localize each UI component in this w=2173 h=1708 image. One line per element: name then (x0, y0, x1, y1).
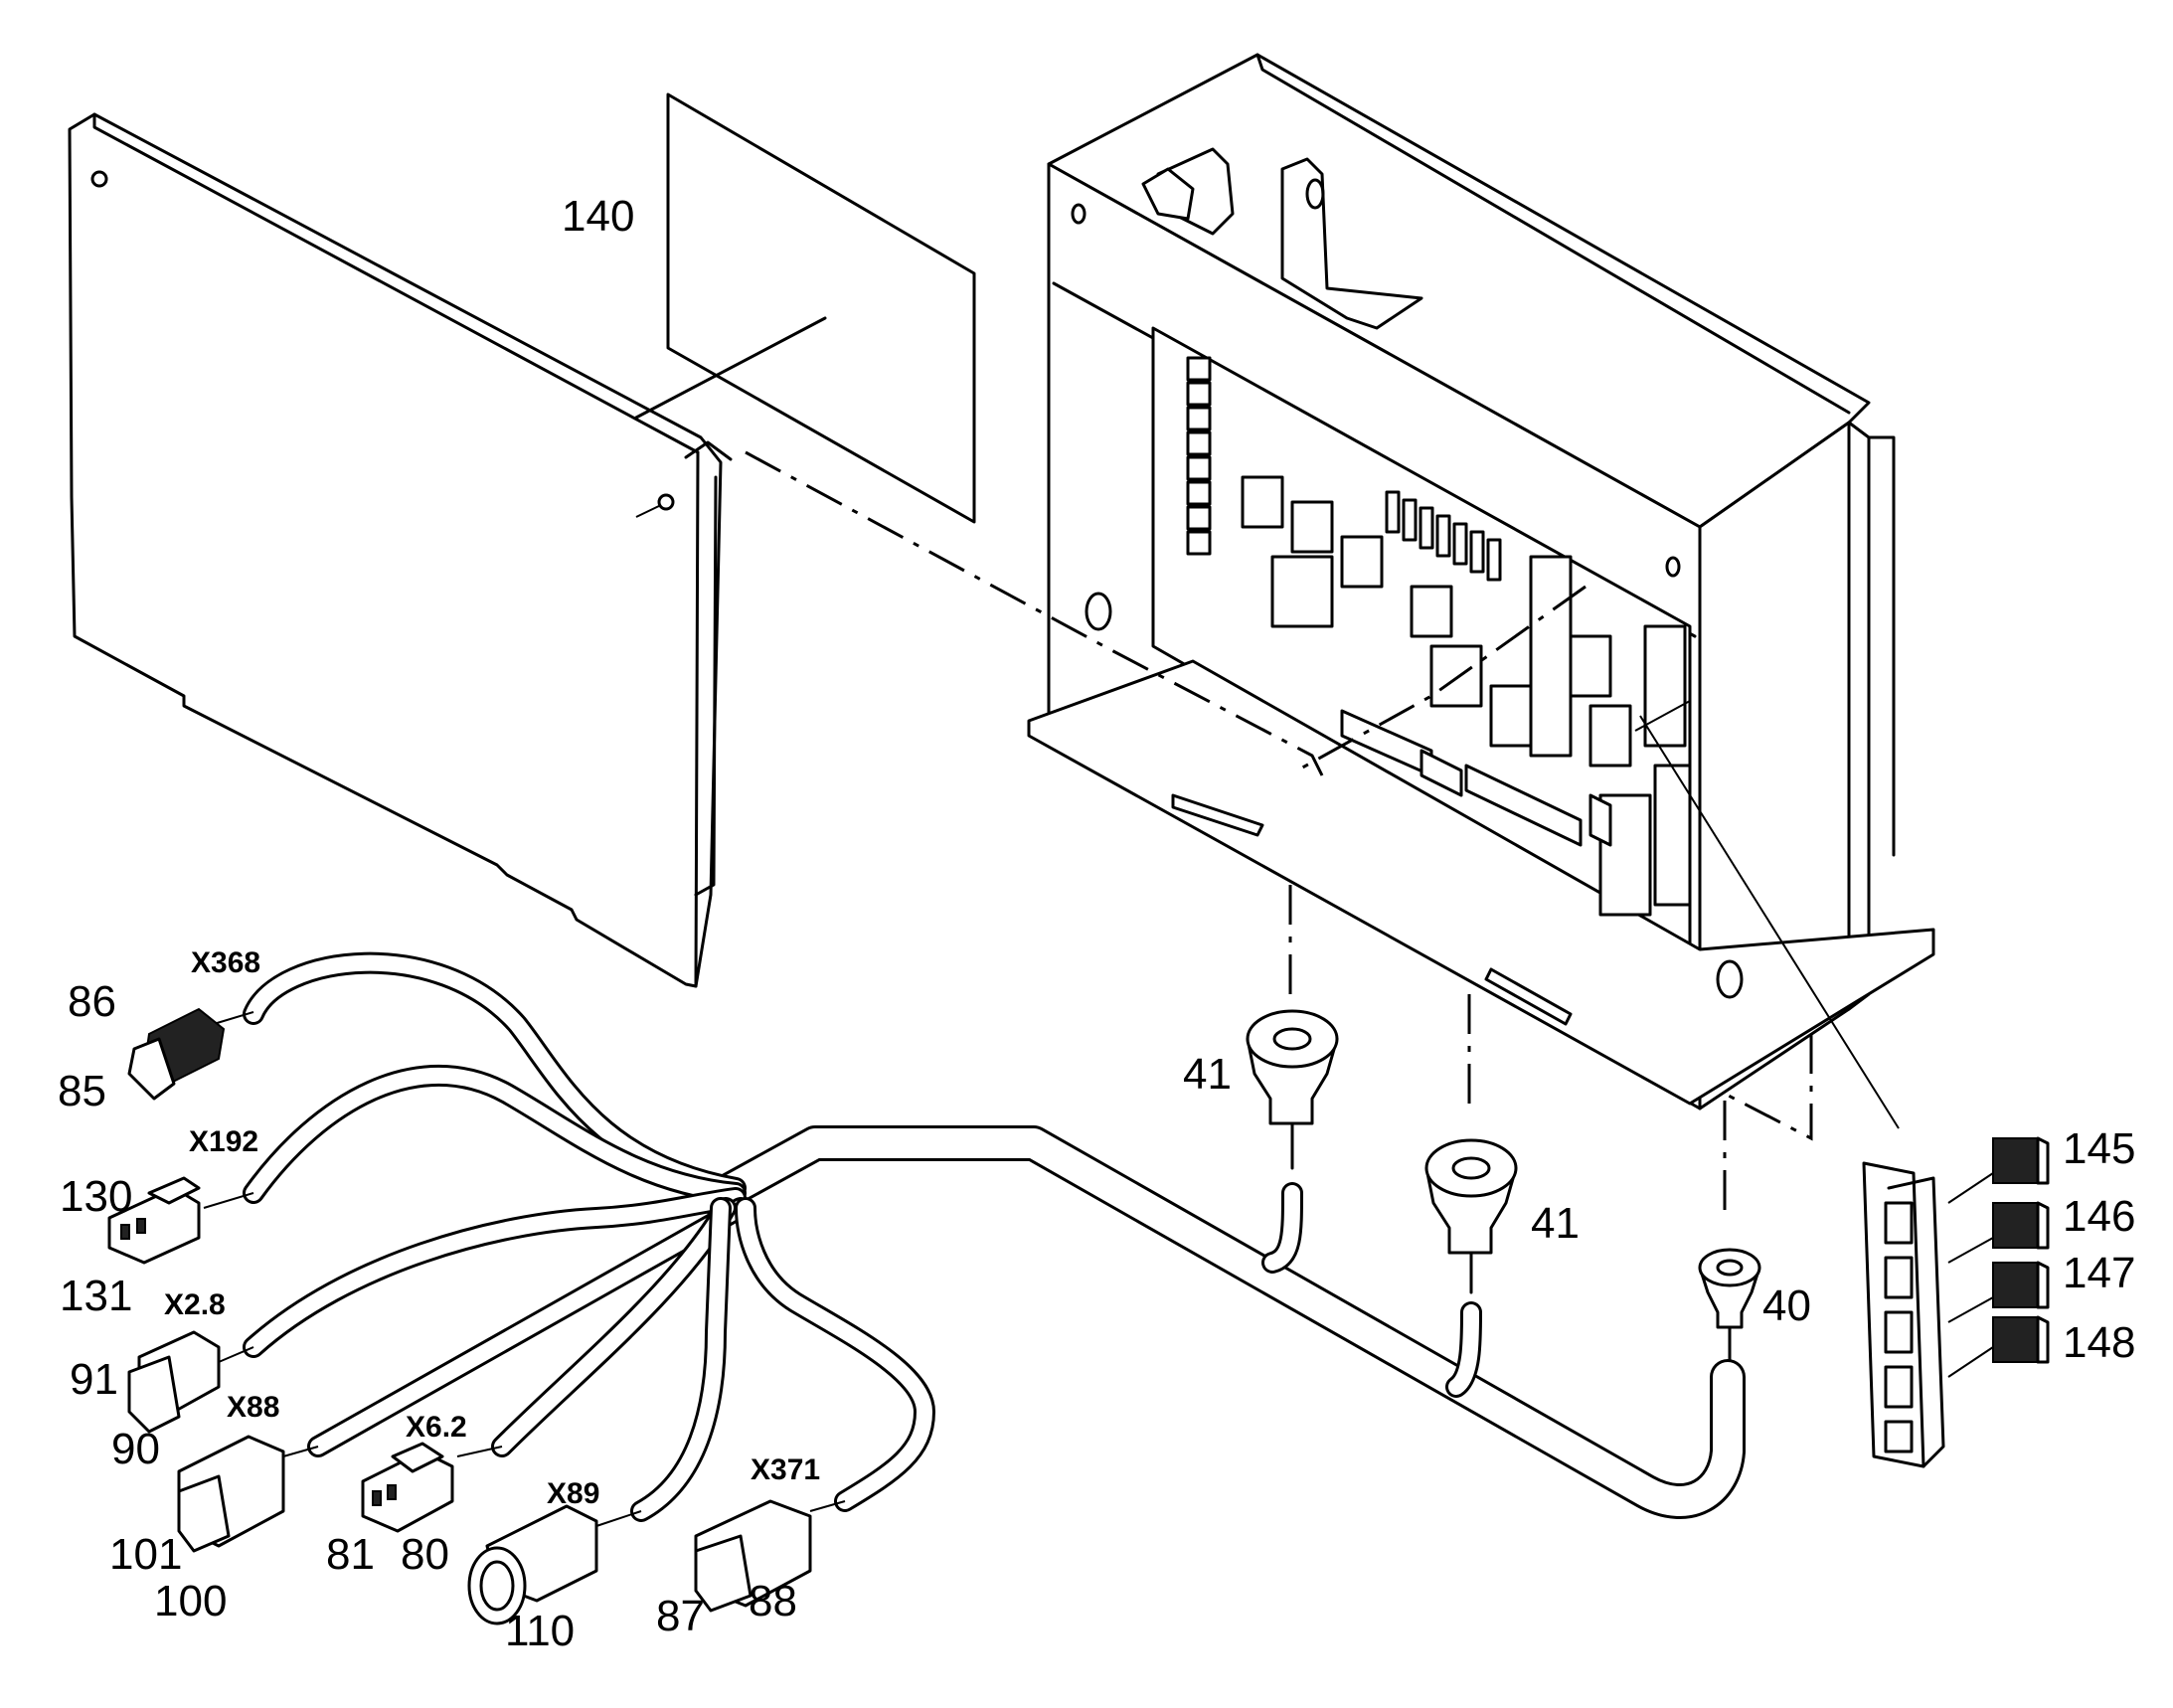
insert-148 (1992, 1315, 2050, 1364)
connector-label-x192: X192 (189, 1125, 258, 1158)
part-label-91: 91 (70, 1355, 118, 1404)
insert-147 (1992, 1261, 2050, 1309)
connector-label-x88: X88 (227, 1391, 279, 1424)
part-label-81: 81 (326, 1530, 375, 1579)
grommet-41-left (1246, 1009, 1339, 1170)
connector-label-x89: X89 (547, 1477, 599, 1510)
terminal-strip-left (1186, 356, 1212, 556)
part-label-87: 87 (656, 1592, 705, 1640)
part-label-80: 80 (401, 1530, 449, 1579)
connector-label-x28: X2.8 (164, 1288, 226, 1321)
connector-label-x371: X371 (751, 1453, 820, 1486)
part-label-90: 90 (111, 1425, 160, 1473)
terminal-strip-right (1529, 555, 1692, 917)
part-label-40: 40 (1762, 1281, 1811, 1330)
part-label-130: 130 (60, 1172, 132, 1221)
electrical-box (1027, 53, 1935, 1129)
connector-x28 (127, 1330, 254, 1434)
part-label-86: 86 (68, 977, 116, 1026)
connector-x88 (177, 1435, 319, 1553)
connector-label-x368: X368 (191, 946, 260, 979)
connector-x368 (127, 1007, 254, 1101)
cable-harness (243, 951, 1746, 1522)
label-sheet-140 (634, 92, 976, 524)
connector-label-x62: X6.2 (406, 1411, 467, 1444)
fuse-row (1385, 490, 1502, 582)
part-label-41-left: 41 (1183, 1050, 1232, 1099)
insert-146 (1992, 1201, 2050, 1250)
part-label-88: 88 (749, 1577, 797, 1625)
connector-x89 (467, 1504, 642, 1625)
part-label-145: 145 (2063, 1124, 2135, 1173)
part-label-110: 110 (505, 1607, 575, 1655)
insert-145 (1992, 1136, 2050, 1185)
part-label-100: 100 (154, 1577, 227, 1625)
grommet-41-right (1424, 1138, 1518, 1294)
part-label-146: 146 (2063, 1192, 2135, 1241)
connector-x371 (694, 1499, 846, 1613)
connector-x192 (107, 1176, 254, 1265)
part-label-41-right: 41 (1531, 1199, 1580, 1248)
cover-panel (68, 112, 733, 988)
insert-block (1862, 1161, 1994, 1468)
connector-x62 (361, 1442, 503, 1533)
part-label-101: 101 (109, 1530, 182, 1579)
part-label-147: 147 (2063, 1249, 2135, 1297)
grommet-40 (1698, 1248, 1761, 1364)
part-label-148: 148 (2063, 1318, 2135, 1367)
part-label-131: 131 (60, 1272, 132, 1320)
part-label-140: 140 (562, 192, 634, 241)
part-label-85: 85 (58, 1067, 106, 1115)
